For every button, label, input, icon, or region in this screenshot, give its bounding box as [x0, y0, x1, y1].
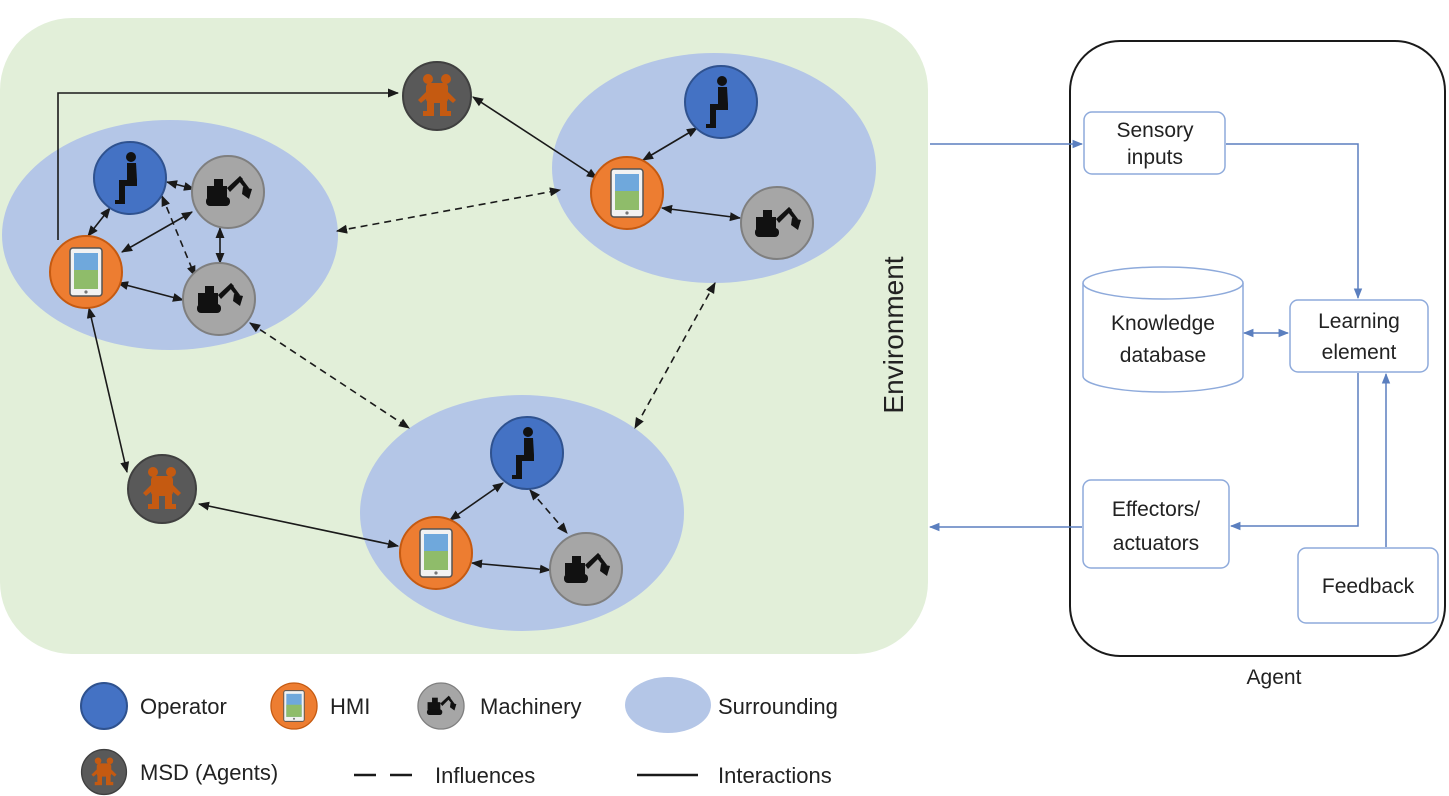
knowledge-database-label-line2: database — [1120, 344, 1206, 367]
interaction-line — [165, 180, 196, 191]
influence-line — [335, 187, 562, 234]
legend-hmi-label: HMI — [330, 694, 370, 719]
interaction-line — [470, 559, 552, 574]
effectors-actuators-box: Effectors/ actuators — [1082, 479, 1230, 569]
hmi-icon — [399, 516, 473, 590]
sensory-inputs-label-line1: Sensory — [1116, 119, 1194, 142]
legend-hmi: HMI — [270, 682, 370, 730]
legend-machinery: Machinery — [417, 682, 581, 730]
interaction-line — [642, 127, 698, 161]
msd-agent-icon — [402, 61, 472, 131]
operator-icon — [684, 65, 758, 139]
legend-machinery-label: Machinery — [480, 694, 581, 719]
legend-interactions: Interactions — [637, 763, 832, 788]
legend-surrounding-label: Surrounding — [718, 694, 838, 719]
hmi-icon — [49, 235, 123, 309]
interaction-line — [57, 88, 400, 240]
agent-label: Agent — [1247, 666, 1302, 689]
influence-line — [634, 282, 716, 429]
machinery-icon — [549, 532, 623, 606]
feedback-box: Feedback — [1297, 547, 1439, 624]
legend-influences-label: Influences — [435, 763, 535, 788]
influence-lines — [161, 187, 716, 534]
legend-msd-icon — [80, 748, 128, 796]
learning-element-box: Learning element — [1289, 299, 1429, 373]
interaction-lines — [57, 88, 742, 574]
influence-line — [161, 194, 196, 278]
feedback-label: Feedback — [1322, 575, 1415, 598]
interaction-line — [197, 501, 400, 549]
interaction-line — [449, 482, 504, 521]
legend-msd-label: MSD (Agents) — [140, 760, 278, 785]
operator-icon — [490, 416, 564, 490]
sensory-inputs-label-line2: inputs — [1127, 146, 1183, 169]
legend-machinery-icon — [417, 682, 465, 730]
learning-to-effectors-arrow — [1229, 373, 1359, 531]
machinery-icon — [191, 155, 265, 229]
interaction-line — [660, 204, 742, 222]
environment-label: Environment — [878, 256, 909, 413]
effectors-actuators-label-line1: Effectors/ — [1112, 498, 1200, 521]
sensory-inputs-box: Sensory inputs — [1083, 111, 1226, 175]
machinery-icon — [740, 186, 814, 260]
legend-operator: Operator — [80, 682, 227, 730]
legend-interactions-label: Interactions — [718, 763, 832, 788]
msd-agent-icon — [127, 454, 197, 524]
legend: Operator HMI Machinery Surrounding MSD (… — [80, 677, 838, 796]
interaction-line — [116, 281, 185, 302]
agent-flow-arrows — [928, 139, 1391, 547]
surrounding-left — [2, 120, 338, 350]
legend-operator-label: Operator — [140, 694, 227, 719]
influence-line — [249, 322, 410, 429]
machinery-icon — [182, 262, 256, 336]
interaction-line — [86, 306, 130, 474]
sensory-to-learning-arrow — [1226, 143, 1363, 300]
operator-icon — [93, 141, 167, 215]
effectors-actuators-label-line2: actuators — [1113, 532, 1199, 555]
legend-surrounding: Surrounding — [625, 677, 838, 733]
influence-line — [529, 489, 568, 534]
knowledge-database-cylinder: Knowledge database — [1082, 266, 1244, 393]
knowledge-database-label-line1: Knowledge — [1111, 312, 1215, 335]
interaction-line — [472, 96, 598, 179]
legend-msd: MSD (Agents) — [80, 748, 278, 796]
legend-hmi-icon — [270, 682, 318, 730]
learning-element-label-line2: element — [1322, 341, 1397, 364]
learning-element-label-line1: Learning — [1318, 310, 1400, 333]
legend-influences: Influences — [354, 763, 535, 788]
interaction-line — [87, 207, 111, 237]
hmi-icon — [590, 156, 664, 230]
